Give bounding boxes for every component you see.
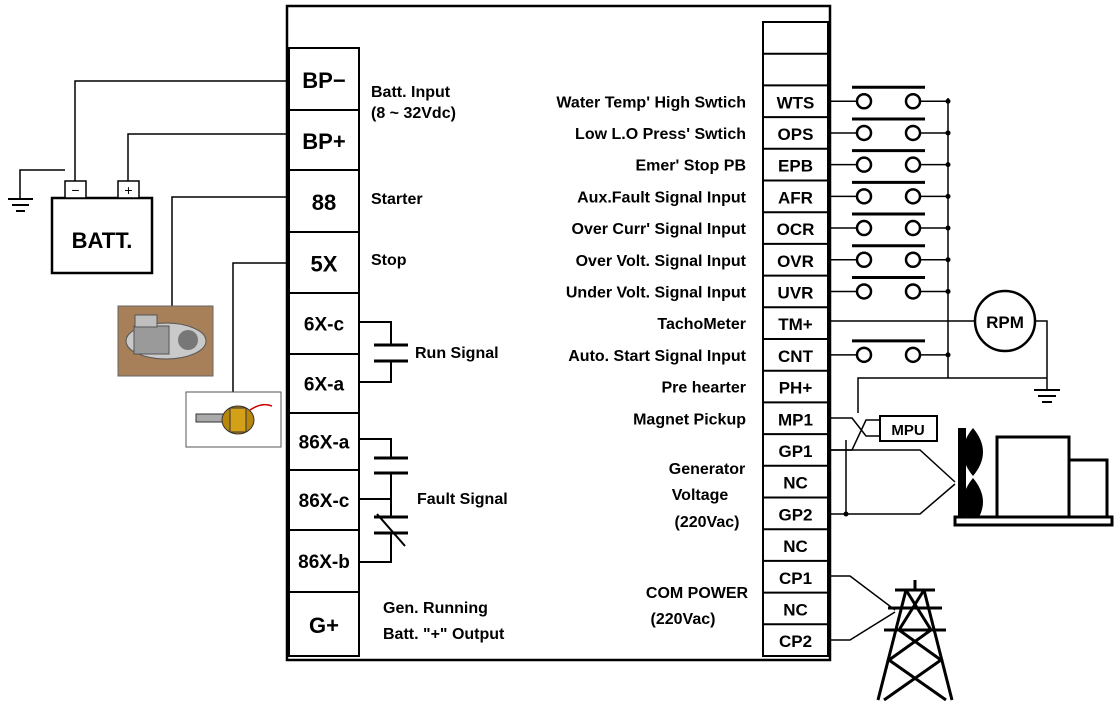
left-terminal-6x-c: 6X-c xyxy=(304,315,345,336)
generator-label: Generator xyxy=(669,461,745,478)
power-tower-icon xyxy=(876,580,954,701)
cp1-wire xyxy=(828,575,896,611)
right-terminal-mp1-12: MP1 xyxy=(778,410,813,429)
batt-voltage-label: (8 ~ 32Vdc) xyxy=(371,105,456,122)
right-label-5: Aux.Fault Signal Input xyxy=(577,189,747,206)
right-terminal-afr-5: AFR xyxy=(778,188,813,207)
left-terminal-86x-a: 86X-a xyxy=(299,433,350,454)
gp2-wire xyxy=(828,483,956,515)
left-terminal-g-: G+ xyxy=(309,613,339,638)
right-label-3: Low L.O Press' Swtich xyxy=(575,126,746,143)
starter-wire xyxy=(171,196,289,306)
left-terminal-88: 88 xyxy=(312,190,336,215)
stop-wire xyxy=(232,262,289,392)
battery-plus-symbol: + xyxy=(124,182,132,198)
right-terminal-tm--9: TM+ xyxy=(778,315,813,334)
right-label-12: Magnet Pickup xyxy=(633,411,746,428)
ground-icon xyxy=(8,198,33,212)
left-terminal-bp-: BP+ xyxy=(302,129,345,154)
right-terminal-wts-2: WTS xyxy=(777,93,815,112)
right-terminal-nc-18: NC xyxy=(783,600,808,619)
mpu-label: MPU xyxy=(891,422,924,439)
bp-minus-wire xyxy=(74,80,289,181)
battery-label: BATT. xyxy=(72,228,133,253)
left-terminal-6x-a: 6X-a xyxy=(304,375,345,396)
controller-outline xyxy=(285,4,832,662)
battery-ground-wire xyxy=(19,169,65,198)
rpm-label: RPM xyxy=(986,313,1024,332)
right-terminal-ph--11: PH+ xyxy=(779,379,813,398)
battery-minus-symbol: − xyxy=(71,182,79,198)
gp1-wire xyxy=(828,449,956,483)
right-label-7: Over Volt. Signal Input xyxy=(576,253,747,270)
right-terminal-epb-4: EPB xyxy=(778,157,813,176)
right-label-6: Over Curr' Signal Input xyxy=(572,221,747,238)
right-label-11: Pre hearter xyxy=(662,380,747,397)
voltage-label: Voltage xyxy=(672,487,729,504)
right-terminal-nc-16: NC xyxy=(783,537,808,556)
starter-motor-image xyxy=(117,305,214,377)
right-label-2: Water Temp' High Swtich xyxy=(556,94,746,111)
gen-running-output-label: Batt. "+" Output xyxy=(383,626,505,643)
run-signal-contact xyxy=(359,321,408,383)
fault-signal-contact xyxy=(359,438,408,563)
right-terminal-cp2-19: CP2 xyxy=(779,632,812,651)
right-label-8: Under Volt. Signal Input xyxy=(566,284,747,301)
right-ground-icon xyxy=(1034,389,1060,403)
right-terminal-gp1-13: GP1 xyxy=(778,442,812,461)
com-power-label: COM POWER xyxy=(646,585,749,602)
right-terminal-ovr-7: OVR xyxy=(777,252,814,271)
stop-solenoid-image xyxy=(185,391,282,448)
com-power-value-label: (220Vac) xyxy=(651,611,716,628)
fault-signal-label: Fault Signal xyxy=(417,491,508,508)
right-label-4: Emer' Stop PB xyxy=(636,158,747,175)
left-terminal-strip: BP− BP+ 88 5X 6X-c 6X-a 86X-a 86X-c 86X-bG+ xyxy=(288,47,360,657)
batt-input-label: Batt. Input xyxy=(371,84,451,101)
gen-running-label: Gen. Running xyxy=(383,600,488,617)
gen-voltage-value-label: (220Vac) xyxy=(675,514,740,531)
bp-plus-wire xyxy=(127,133,289,181)
right-terminal-cnt-10: CNT xyxy=(778,347,814,366)
right-terminal-ops-3: OPS xyxy=(778,125,814,144)
ph-wire xyxy=(857,377,948,413)
right-terminal-ocr-6: OCR xyxy=(777,220,815,239)
left-terminal-86x-c: 86X-c xyxy=(299,491,350,512)
run-signal-label: Run Signal xyxy=(415,345,499,362)
right-label-10: Auto. Start Signal Input xyxy=(568,348,746,365)
right-label-9: TachoMeter xyxy=(657,316,746,333)
right-terminal-nc-14: NC xyxy=(783,474,808,493)
left-terminal-bp-: BP− xyxy=(302,68,345,93)
stop-label: Stop xyxy=(371,252,407,269)
starter-label: Starter xyxy=(371,191,423,208)
rpm-meter: RPM xyxy=(828,289,1048,390)
generator-icon xyxy=(953,428,1114,527)
left-terminal-5x: 5X xyxy=(311,252,338,277)
right-terminal-cp1-17: CP1 xyxy=(779,569,812,588)
right-terminal-uvr-8: UVR xyxy=(778,283,814,302)
cp2-wire xyxy=(828,611,896,641)
right-terminal-gp2-15: GP2 xyxy=(778,505,812,524)
mpu-sensor: MPU xyxy=(828,415,938,451)
battery: BATT. − + xyxy=(50,180,154,275)
input-switch-contacts xyxy=(828,85,951,364)
left-terminal-86x-b: 86X-b xyxy=(298,552,350,573)
